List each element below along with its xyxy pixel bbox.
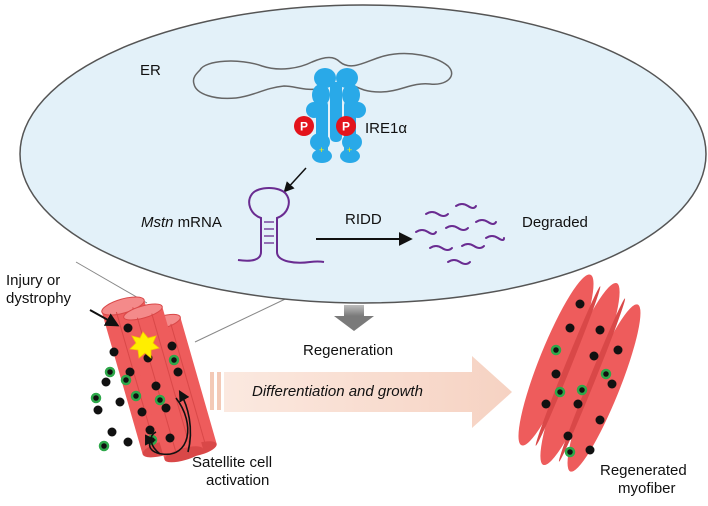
phosphate-left: P <box>294 116 314 136</box>
svg-text:+: + <box>347 145 352 155</box>
zoom-line-right <box>194 291 301 343</box>
differentiation-label: Differentiation and growth <box>252 383 423 400</box>
downward-arrow <box>334 305 374 331</box>
ire1a-label: IRE1α <box>365 120 408 137</box>
differentiation-arrow <box>210 356 512 428</box>
phosphate-right: P <box>336 116 356 136</box>
svg-text:+: + <box>319 145 324 155</box>
regenerated-label-line2: myofiber <box>618 480 676 497</box>
regeneration-label: Regeneration <box>303 342 394 359</box>
satellite-label-line1: Satellite cell <box>192 454 273 471</box>
ridd-label: RIDD <box>345 211 382 228</box>
satellite-activation-arrows <box>145 390 192 455</box>
regenerated-label-line1: Regenerated <box>600 462 687 479</box>
injured-muscle-fibers <box>90 296 217 463</box>
er-membrane <box>192 52 453 100</box>
injury-label-line2: dystrophy <box>6 290 72 307</box>
svg-text:P: P <box>342 120 350 134</box>
mrna-text: mRNA <box>173 214 222 231</box>
regenerated-myofibers <box>518 274 641 472</box>
satellite-label-line2: activation <box>206 472 270 489</box>
mstn-gene-name: Mstn <box>141 214 174 231</box>
cell-ellipse <box>19 4 707 304</box>
svg-text:P: P <box>300 120 308 134</box>
injury-starburst-icon <box>129 331 160 359</box>
mstn-mrna-hairpin <box>237 187 325 264</box>
degraded-label: Degraded <box>522 214 588 231</box>
injury-arrow <box>89 309 120 327</box>
injury-label-line1: Injury or <box>6 272 61 289</box>
mstn-mrna-label: Mstn mRNA <box>141 214 222 232</box>
er-label: ER <box>140 62 161 79</box>
ire1a-to-mrna-arrow <box>283 167 307 193</box>
zoom-line-left <box>75 261 148 304</box>
degraded-rna-fragments <box>415 203 505 265</box>
